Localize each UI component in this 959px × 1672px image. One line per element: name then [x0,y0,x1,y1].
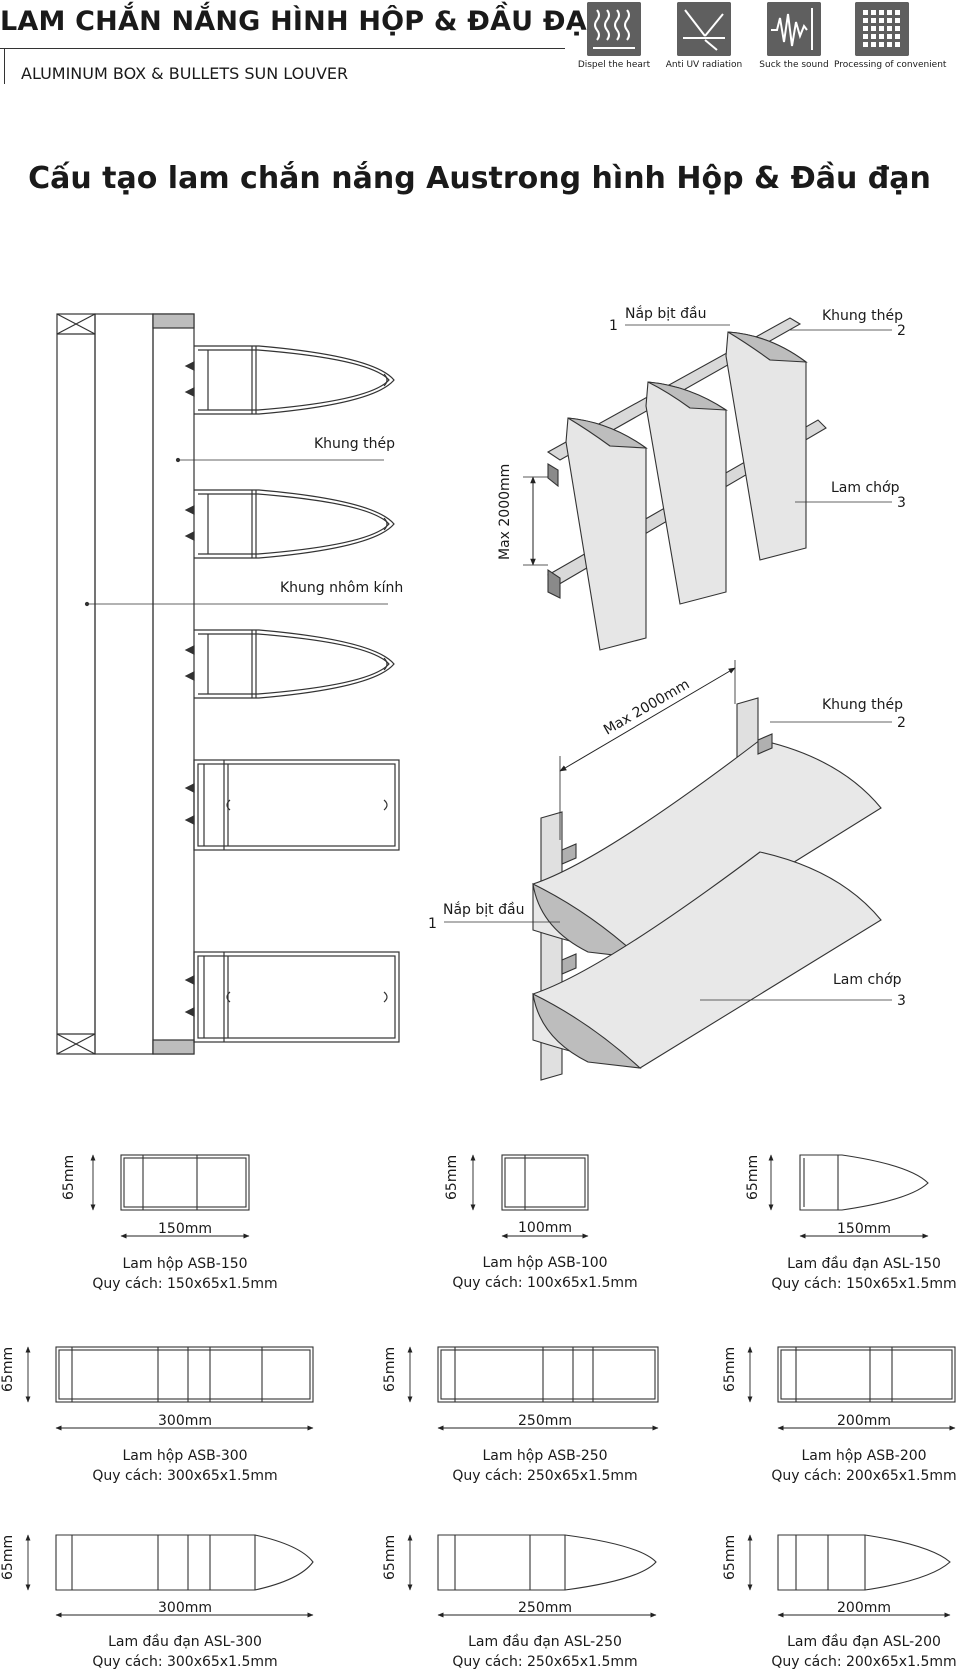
profile-name: Lam hộp ASB-150 [122,1256,248,1272]
dim-height: 65mm [722,1535,738,1580]
horizontal-louver-num: 3 [897,993,906,1009]
profile-caption: Lam đầu đạn ASL-150 Quy cách: 150x65x1.5… [714,1254,959,1294]
profile-spec: Quy cách: 300x65x1.5mm [92,1654,278,1670]
dim-height: 65mm [61,1155,77,1200]
profile-caption: Lam đầu đạn ASL-250 Quy cách: 250x65x1.5… [395,1632,695,1672]
profile-name: Lam hộp ASB-100 [482,1255,608,1271]
page-title: LAM CHẮN NẮNG HÌNH HỘP & ĐẦU ĐẠN [0,6,610,37]
sound-wave-icon [767,2,821,56]
profile-spec: Quy cách: 300x65x1.5mm [92,1468,278,1484]
profile-asb-250 [437,1346,659,1403]
dim-width: 200mm [837,1600,891,1616]
subtitle-bracket [4,48,5,84]
dim-width: 250mm [518,1600,572,1616]
vertical-frame-num: 2 [897,323,906,339]
profile-name: Lam đầu đạn ASL-200 [787,1634,941,1650]
profile-name: Lam hộp ASB-250 [482,1448,608,1464]
dim-width: 150mm [837,1221,891,1237]
profile-caption: Lam đầu đạn ASL-200 Quy cách: 200x65x1.5… [714,1632,959,1672]
profile-asb-100 [501,1154,589,1211]
dim-height: 65mm [382,1347,398,1392]
vertical-max-label: Max 2000mm [497,464,513,560]
feature-sound: Suck the sound [746,2,842,70]
dim-width: 300mm [158,1600,212,1616]
horizontal-cap-num: 1 [428,916,437,932]
horizontal-cap-label: Nắp bịt đầu [443,901,524,918]
title-divider [0,48,565,49]
vertical-frame-label: Khung thép [822,308,903,324]
profile-name: Lam đầu đạn ASL-250 [468,1634,622,1650]
profile-asb-150 [120,1154,250,1211]
profile-name: Lam hộp ASB-200 [801,1448,927,1464]
feature-caption: Suck the sound [759,60,829,70]
profile-name: Lam đầu đạn ASL-300 [108,1634,262,1650]
dim-width: 200mm [837,1413,891,1429]
feature-caption: Anti UV radiation [665,60,743,70]
dim-width: 300mm [158,1413,212,1429]
uv-reflect-icon [677,2,731,56]
profile-spec: Quy cách: 150x65x1.5mm [92,1276,278,1292]
profile-spec: Quy cách: 150x65x1.5mm [771,1276,957,1292]
profile-caption: Lam hộp ASB-100 Quy cách: 100x65x1.5mm [395,1253,695,1293]
profile-caption: Lam hộp ASB-200 Quy cách: 200x65x1.5mm [714,1446,959,1486]
horizontal-max-label: Max 2000mm [601,676,692,738]
feature-caption: Dispel the heart [577,60,651,70]
profile-asl-150 [799,1154,929,1211]
horizontal-louver-view [532,697,882,1081]
profile-asb-300 [55,1346,314,1403]
profile-spec: Quy cách: 250x65x1.5mm [452,1468,638,1484]
dim-height: 65mm [0,1535,16,1580]
profile-asl-250 [437,1534,657,1591]
dim-height: 65mm [382,1535,398,1580]
profile-caption: Lam hộp ASB-300 Quy cách: 300x65x1.5mm [35,1446,335,1486]
feature-caption: Processing of convenient [834,60,947,70]
feature-processing: Processing of convenient [834,2,947,70]
profile-spec: Quy cách: 100x65x1.5mm [452,1275,638,1291]
profile-asl-200 [777,1534,951,1591]
grid-panel-icon [855,2,909,56]
profile-caption: Lam hộp ASB-250 Quy cách: 250x65x1.5mm [395,1446,695,1486]
dim-height: 65mm [444,1155,460,1200]
dim-height: 65mm [745,1155,761,1200]
label-glass-frame: Khung nhôm kính [280,580,403,596]
vertical-louver-label: Lam chớp [831,480,900,496]
vertical-louver-view [546,317,827,651]
profile-caption: Lam đầu đạn ASL-300 Quy cách: 300x65x1.5… [35,1632,335,1672]
vertical-cap-num: 1 [609,318,618,334]
profile-asb-200 [777,1346,956,1403]
profile-spec: Quy cách: 200x65x1.5mm [771,1468,957,1484]
section-title: Cấu tạo lam chắn nắng Austrong hình Hộp … [28,161,931,196]
feature-dispel-heat: Dispel the heart [566,2,662,70]
vertical-louver-num: 3 [897,495,906,511]
vertical-cap-label: Nắp bịt đầu [625,305,706,322]
profile-asl-300 [55,1534,314,1591]
section-view [56,313,400,1055]
horizontal-frame-label: Khung thép [822,697,903,713]
profile-spec: Quy cách: 200x65x1.5mm [771,1654,957,1670]
horizontal-frame-num: 2 [897,715,906,731]
dim-width: 100mm [518,1220,572,1236]
dim-height: 65mm [0,1347,16,1392]
profile-name: Lam hộp ASB-300 [122,1448,248,1464]
profile-caption: Lam hộp ASB-150 Quy cách: 150x65x1.5mm [35,1254,335,1294]
feature-anti-uv: Anti UV radiation [656,2,752,70]
dim-width: 150mm [158,1221,212,1237]
heat-waves-icon [587,2,641,56]
profile-name: Lam đầu đạn ASL-150 [787,1256,941,1272]
label-steel-frame: Khung thép [314,436,395,452]
dim-width: 250mm [518,1413,572,1429]
horizontal-louver-label: Lam chớp [833,972,902,988]
profile-spec: Quy cách: 250x65x1.5mm [452,1654,638,1670]
dim-height: 65mm [722,1347,738,1392]
page-subtitle: ALUMINUM BOX & BULLETS SUN LOUVER [21,64,349,83]
